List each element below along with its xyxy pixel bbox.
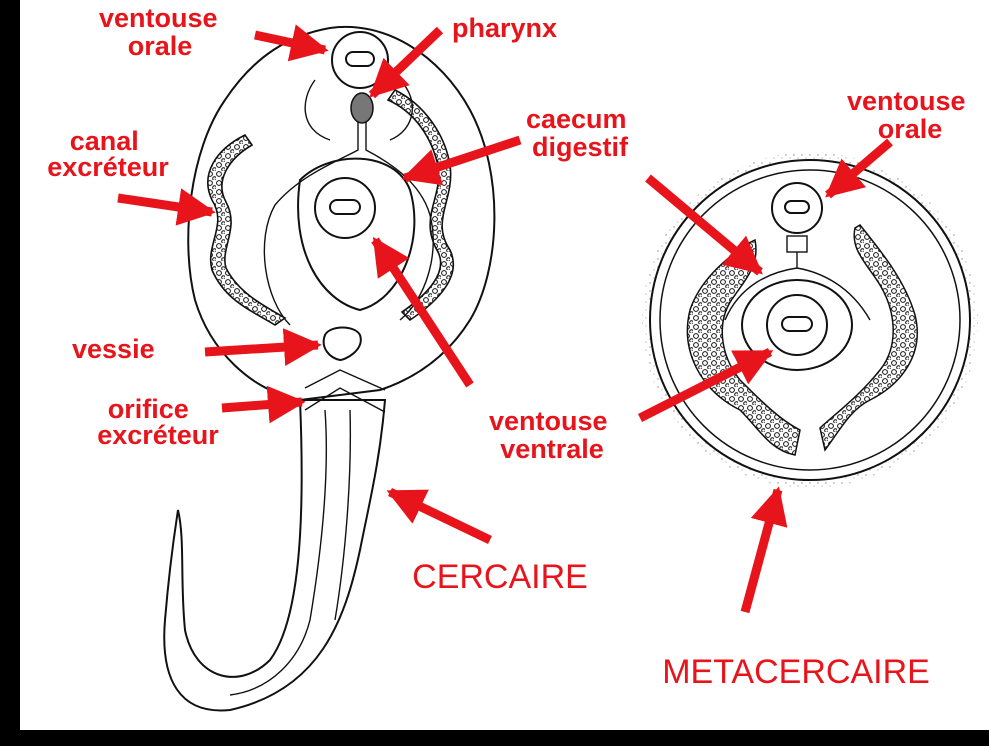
tail-inner-line-2 [335,410,350,620]
label-meta-ventouse-orale: ventouse orale [847,86,973,144]
label-canal-excreteur: canal excréteur [47,126,169,182]
label-orifice-excreteur: orifice excréteur [97,394,219,450]
arrow-caecum-digestif-cercaire [405,140,520,178]
vessie-shape [324,328,361,361]
label-ventouse-orale: ventouse orale [99,3,225,61]
ventral-sucker-opening [330,200,360,214]
arrow-ventouse-ventrale-cercaire [375,240,470,385]
arrow-canal-excreteur [118,198,212,212]
tail-inner-line [230,410,326,695]
arrow-vessie [205,345,318,352]
title-cercaire: CERCAIRE [412,558,588,596]
cercaire-drawing [164,27,494,711]
oral-sucker-opening [346,52,374,66]
oral-sucker [332,32,388,88]
title-metacercaire: METACERCAIRE [662,653,930,691]
canal-excreteur-right [388,90,453,320]
label-pharynx: pharynx [452,13,557,43]
arrow-pharynx [372,30,440,95]
ventral-sucker [315,178,375,238]
arrow-cercaire [390,492,490,540]
pharynx-shape [351,93,373,123]
label-caecum-digestif: caecum digestif [526,104,634,162]
canal-excreteur-left [208,135,285,325]
arrow-metacercaire [745,490,778,612]
arrow-orifice-excreteur [222,402,302,408]
ventral-sucker-area [298,159,414,310]
arrow-ventouse-orale [255,35,325,50]
label-ventouse-ventrale: ventouse ventrale [489,406,615,464]
label-vessie: vessie [72,334,155,364]
metacercaire-drawing [642,152,978,488]
